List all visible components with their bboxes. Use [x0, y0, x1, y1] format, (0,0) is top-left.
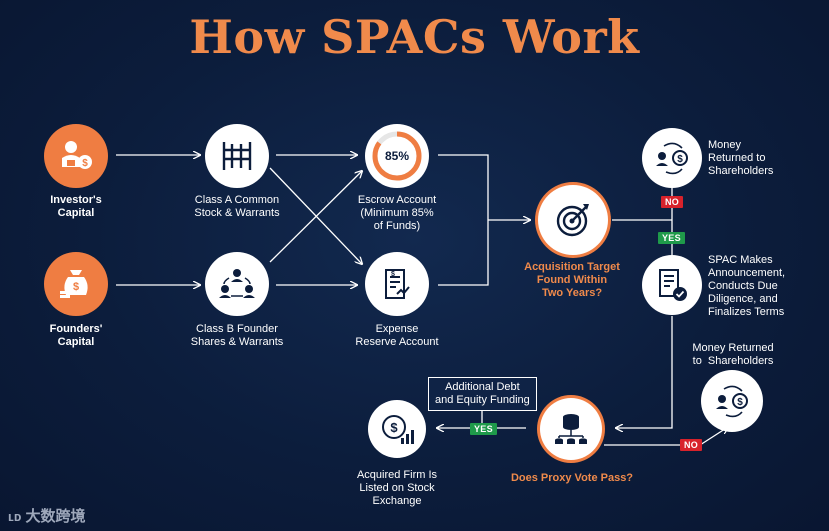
investor-capital-label: Investor's Capital — [50, 194, 102, 219]
watermark-icon: ʟᴅ — [8, 509, 22, 524]
acquired-node: $ — [368, 400, 426, 458]
money-returned-1-label: Money Returned to Shareholders — [708, 139, 774, 177]
escrow-progress-ring — [372, 131, 422, 181]
arrow-announcement-to-proxy — [616, 316, 673, 428]
founders-capital-label: Founders' Capital — [49, 323, 103, 348]
announcement-node — [642, 255, 702, 315]
watermark-logo: ʟᴅ 大数跨境 — [8, 505, 86, 526]
document-check-icon — [659, 269, 687, 301]
escrow-node: 85% — [365, 124, 429, 188]
svg-text:$: $ — [737, 397, 743, 408]
no-badge-top: NO — [661, 196, 684, 208]
money-returned-2-label: Money Returned to Shareholders — [692, 342, 774, 367]
proxy-vote-label: Does Proxy Vote Pass? — [510, 472, 634, 484]
target-node — [538, 185, 608, 255]
arrow-class-b-to-escrow — [269, 171, 362, 263]
expense-label: Expense Reserve Account — [355, 323, 439, 348]
svg-text:$: $ — [73, 281, 79, 293]
money-return-icon-2: $ — [716, 385, 748, 418]
no-badge-bottom: NO — [680, 439, 703, 451]
class-a-label: Class A Common Stock & Warrants — [194, 194, 280, 219]
announcement-label: SPAC Makes Announcement, Conducts Due Di… — [708, 254, 786, 318]
expense-document-icon: $ — [385, 269, 410, 299]
class-b-label: Class B Founder Shares & Warrants — [190, 323, 284, 348]
svg-text:$: $ — [677, 154, 683, 165]
arrow-proxy-to-money-2 — [604, 427, 728, 446]
class-b-node — [205, 252, 269, 316]
yes-badge-branch: YES — [658, 232, 685, 244]
svg-text:$: $ — [390, 420, 398, 435]
founders-capital-node: $ — [44, 252, 108, 316]
escrow-percent: 85% — [384, 149, 410, 163]
money-growth-icon: $ — [382, 415, 414, 444]
additional-debt-box: Additional Debt and Equity Funding — [428, 377, 537, 411]
target-icon — [556, 204, 589, 237]
acquired-label: Acquired Firm Is Listed on Stock Exchang… — [356, 469, 438, 507]
line-expense-to-merge — [438, 220, 489, 286]
svg-text:$: $ — [391, 271, 395, 278]
escrow-label: Escrow Account (Minimum 85% of Funds) — [357, 194, 437, 232]
database-vote-icon — [555, 414, 587, 444]
class-a-node — [205, 124, 269, 188]
target-label: Acquisition Target Found Within Two Year… — [524, 261, 620, 299]
svg-text:$: $ — [82, 158, 88, 169]
money-bag-icon: $ — [60, 270, 88, 298]
proxy-vote-node — [540, 398, 602, 460]
stock-shelf-icon — [222, 142, 252, 170]
investor-money-icon: $ — [62, 141, 92, 169]
page-title: How SPACs Work — [189, 10, 640, 64]
yes-badge-bottom: YES — [470, 423, 497, 435]
founders-group-icon — [219, 269, 255, 298]
investor-capital-node: $ — [44, 124, 108, 188]
money-returned-1-node: $ — [642, 128, 702, 188]
watermark-text: 大数跨境 — [25, 508, 86, 525]
line-escrow-to-merge — [438, 154, 489, 220]
money-returned-2-node: $ — [701, 370, 763, 432]
money-return-icon: $ — [656, 142, 688, 175]
expense-node: $ — [365, 252, 429, 316]
